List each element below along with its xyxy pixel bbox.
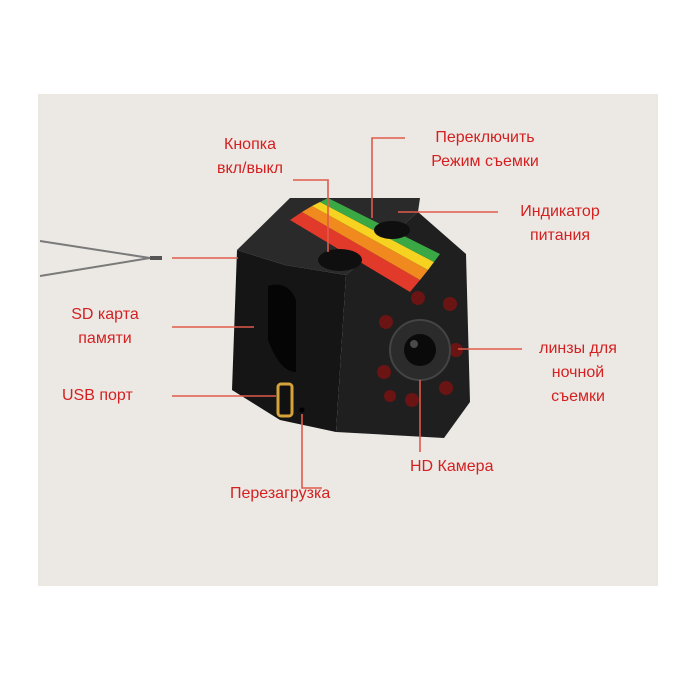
label-power-button-line2: вкл/выкл <box>217 160 283 177</box>
label-night-lenses-line2: ночной <box>551 364 605 381</box>
label-night-lenses-line1: линзы для <box>539 340 617 357</box>
label-power-button-line1: Кнопка <box>224 136 276 153</box>
leader-mode-switch <box>371 137 405 218</box>
label-mode-switch-line2: Режим съемки <box>431 153 539 170</box>
label-usb-port: USB порт <box>62 387 133 404</box>
label-sd-card-line1: SD карта <box>71 306 139 323</box>
label-reset: Перезагрузка <box>230 485 331 502</box>
lanyard-strap <box>39 240 162 277</box>
label-mode-switch: Переключить Режим съемки <box>400 126 570 174</box>
label-mode-switch-line1: Переключить <box>435 129 535 146</box>
leader-reset <box>301 414 322 489</box>
leader-power-button <box>293 179 329 252</box>
leader-lines <box>172 137 522 489</box>
usb-port-shape <box>276 382 294 418</box>
label-power-indicator: Индикатор питания <box>500 200 620 248</box>
label-sd-card-line2: памяти <box>78 330 132 347</box>
label-hd-camera: HD Камера <box>410 458 494 475</box>
label-sd-card: SD карта памяти <box>40 303 170 351</box>
power-button-shape <box>318 249 362 271</box>
label-power-button: Кнопка вкл/выкл <box>200 133 300 181</box>
label-night-lenses: линзы для ночной съемки <box>520 337 636 409</box>
label-power-indicator-line2: питания <box>529 227 591 244</box>
label-night-lenses-line3: съемки <box>551 388 605 405</box>
sd-card-slot-shape <box>268 284 296 372</box>
reset-hole-shape <box>299 407 305 413</box>
label-power-indicator-line1: Индикатор <box>520 203 600 220</box>
lens-shape <box>404 334 436 366</box>
mode-button-shape <box>374 221 410 239</box>
lens-glint <box>410 340 418 348</box>
ir-leds <box>377 291 463 407</box>
